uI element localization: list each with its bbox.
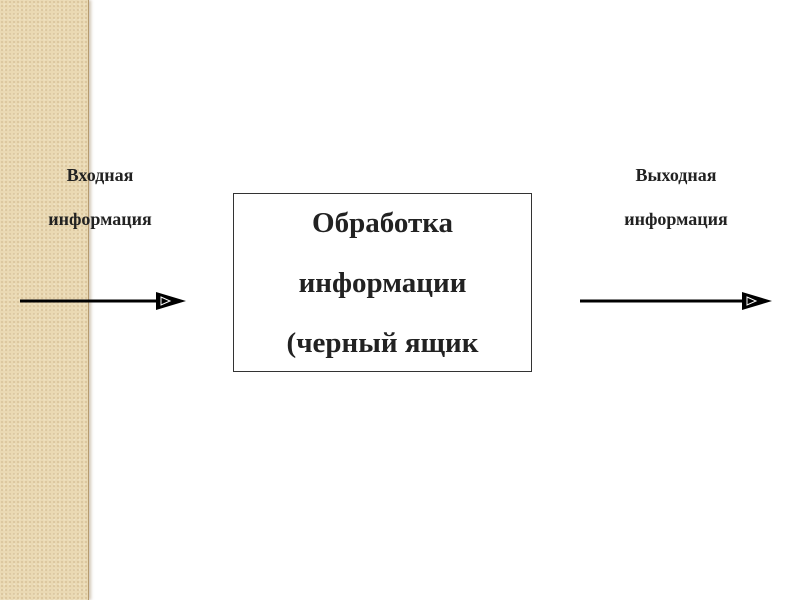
output-label-line-2: информация (624, 209, 728, 229)
input-label-line-1: Входная (66, 165, 134, 185)
process-line-1: Обработка (312, 207, 453, 239)
input-label-line-2: информация (48, 209, 152, 229)
process-line-2: информации (298, 267, 467, 299)
output-label-line-1: Выходная (635, 165, 717, 185)
input-arrow (20, 292, 186, 310)
output-arrow (580, 292, 772, 310)
output-information-label: Выходная информация (586, 163, 766, 231)
process-line-3: (черный ящик (286, 327, 479, 359)
black-box-process: Обработка информации (черный ящик (233, 193, 532, 372)
input-information-label: Входная информация (10, 163, 190, 231)
